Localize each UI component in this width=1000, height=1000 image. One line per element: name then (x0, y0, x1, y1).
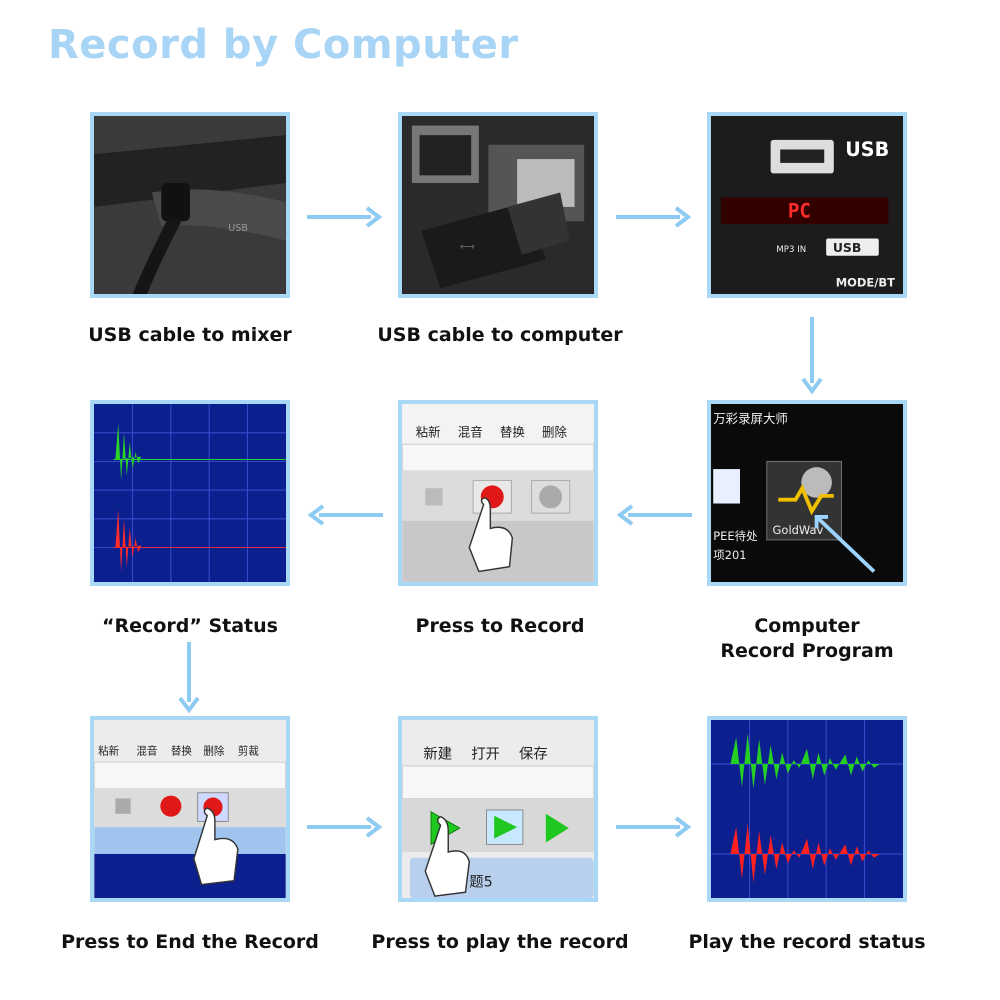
step-5-image: 粘新 混音 替换 删除 (398, 400, 598, 586)
svg-text:题5: 题5 (469, 875, 492, 891)
page-title: Record by Computer (48, 22, 519, 68)
mixer-display-icon: USB PC MP3 IN USB MODE/BT (711, 116, 903, 294)
arrow-left-1 (616, 504, 692, 526)
svg-text:项201: 项201 (713, 548, 746, 562)
svg-text:USB: USB (833, 240, 862, 255)
svg-text:剪裁: 剪裁 (238, 744, 260, 757)
svg-text:PC: PC (788, 199, 811, 222)
arrow-down-2 (178, 642, 200, 714)
step-7-label: Press to End the Record (61, 931, 319, 953)
svg-text:PEE待处: PEE待处 (713, 529, 758, 543)
svg-text:替换: 替换 (171, 744, 193, 757)
record-button-icon: 粘新 混音 替换 删除 (402, 404, 594, 582)
step-6-image (90, 400, 290, 586)
svg-text:粘新: 粘新 (98, 744, 120, 757)
arrow-right-3 (307, 816, 383, 838)
svg-text:保存: 保存 (519, 745, 548, 762)
svg-text:MP3 IN: MP3 IN (776, 245, 806, 255)
svg-text:MODE/BT: MODE/BT (836, 275, 895, 289)
step-4-image: 万彩录屏大师 PEE待处 项201 GoldWav (707, 400, 907, 586)
svg-text:打开: 打开 (471, 745, 500, 762)
step-8-image: 新建 打开 保存 题5 (398, 716, 598, 902)
usb-cable-icon: USB (94, 116, 286, 294)
svg-text:粘新: 粘新 (416, 425, 441, 440)
step-9-image (707, 716, 907, 902)
svg-text:USB: USB (845, 138, 889, 161)
step-1-image: USB (90, 112, 290, 298)
svg-text:万彩录屏大师: 万彩录屏大师 (713, 411, 788, 426)
svg-text:混音: 混音 (458, 425, 483, 440)
step-2-image: ⟷ (398, 112, 598, 298)
step-3-image: USB PC MP3 IN USB MODE/BT (707, 112, 907, 298)
step-9-label: Play the record status (688, 931, 926, 953)
step-8-label: Press to play the record (371, 931, 629, 953)
step-7-image: 粘新 混音 替换 删除 剪裁 (90, 716, 290, 902)
step-4-label-line1: Computer (754, 615, 860, 637)
step-4-label-line2: Record Program (720, 640, 894, 662)
svg-text:新建: 新建 (423, 745, 452, 762)
waveform-icon (94, 404, 286, 582)
svg-text:⟷: ⟷ (460, 241, 475, 253)
svg-text:删除: 删除 (203, 744, 225, 757)
usb-port-icon: ⟷ (402, 116, 594, 294)
svg-text:GoldWav: GoldWav (773, 523, 824, 537)
step-2-label: USB cable to computer (377, 324, 623, 346)
play-button-icon: 新建 打开 保存 题5 (402, 720, 594, 898)
stop-button-icon: 粘新 混音 替换 删除 剪裁 (94, 720, 286, 898)
waveform-play-icon (711, 720, 903, 898)
arrow-right-1 (307, 206, 383, 228)
goldwave-icon: 万彩录屏大师 PEE待处 项201 GoldWav (711, 404, 903, 582)
svg-text:替换: 替换 (500, 425, 525, 440)
step-5-label: Press to Record (415, 615, 585, 637)
arrow-right-4 (616, 816, 692, 838)
arrow-down-1 (801, 317, 823, 395)
svg-text:混音: 混音 (136, 744, 157, 757)
step-6-label: “Record” Status (102, 615, 278, 637)
svg-text:USB: USB (228, 223, 248, 234)
step-1-label: USB cable to mixer (88, 324, 292, 346)
arrow-right-2 (616, 206, 692, 228)
arrow-left-2 (307, 504, 383, 526)
svg-text:删除: 删除 (542, 425, 567, 440)
step-4-label: Computer Record Program (657, 614, 957, 664)
